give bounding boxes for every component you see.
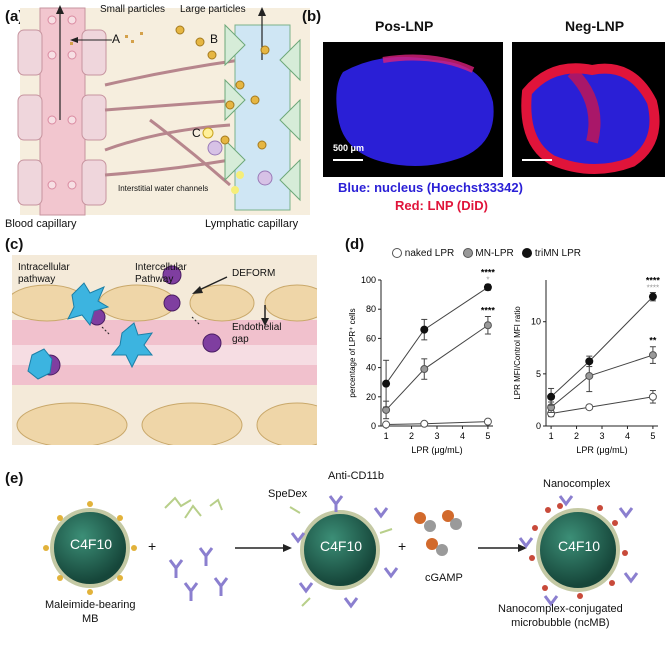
x-tick-label: 1 bbox=[549, 431, 554, 441]
large-particles-label: Large particles bbox=[180, 4, 246, 15]
cgamp-label: cGAMP bbox=[425, 572, 463, 584]
significance-label: **** bbox=[481, 268, 496, 277]
panel-e-label: (e) bbox=[5, 470, 24, 487]
legend-mn: MN-LPR bbox=[475, 248, 514, 259]
panel-a-diagram bbox=[17, 5, 310, 216]
spedex-label: SpeDex bbox=[268, 488, 308, 500]
legend-marker-trimn bbox=[522, 248, 533, 259]
panel-d-label: (d) bbox=[345, 236, 365, 253]
endothelial-gap-label: Endothelial gap bbox=[232, 322, 282, 345]
data-point bbox=[585, 403, 594, 412]
significance-label: **** bbox=[646, 276, 661, 286]
red-caption: Red: LNP (DiD) bbox=[395, 198, 488, 213]
data-point bbox=[547, 392, 556, 401]
y-axis-label: LPR MFI/Control MFI ratio bbox=[513, 306, 522, 400]
data-point bbox=[483, 283, 492, 292]
y-tick-label: 20 bbox=[366, 392, 376, 402]
plus-sign-1: + bbox=[148, 538, 157, 554]
label-c: C bbox=[192, 126, 201, 140]
maleimide-mb-label: Maleimide-bearing MB bbox=[45, 599, 136, 625]
x-tick-label: 5 bbox=[650, 431, 655, 441]
legend-naked: naked LPR bbox=[404, 248, 455, 259]
y-tick-label: 80 bbox=[366, 304, 376, 314]
neg-lnp-title: Neg-LNP bbox=[565, 18, 625, 34]
y-tick-label: 10 bbox=[531, 317, 541, 327]
legend-trimn: triMN LPR bbox=[534, 248, 581, 259]
x-axis-label: LPR (μg/mL) bbox=[411, 445, 462, 455]
x-tick-label: 3 bbox=[599, 431, 604, 441]
y-tick-label: 0 bbox=[371, 421, 376, 431]
core-label-3: C4F10 bbox=[558, 538, 601, 554]
pos-lnp-title: Pos-LNP bbox=[375, 18, 434, 34]
x-tick-label: 5 bbox=[485, 431, 490, 441]
y-tick-label: 100 bbox=[361, 275, 376, 285]
data-point bbox=[382, 420, 391, 429]
x-tick-label: 1 bbox=[384, 431, 389, 441]
nanocomplex-label: Nanocomplex bbox=[543, 478, 611, 490]
data-point bbox=[585, 371, 594, 380]
panel-c-label: (c) bbox=[5, 236, 24, 253]
x-tick-label: 4 bbox=[625, 431, 630, 441]
data-point bbox=[420, 419, 429, 428]
data-point bbox=[585, 357, 594, 366]
significance-label: **** bbox=[481, 306, 496, 316]
series-line bbox=[386, 421, 488, 426]
anti-cd11b-label: Anti-CD11b bbox=[328, 470, 385, 482]
lymphatic-capillary-label: Lymphatic capillary bbox=[205, 218, 299, 230]
intercellular-label: Intercellular Pathway bbox=[135, 262, 187, 285]
x-tick-label: 3 bbox=[434, 431, 439, 441]
significance-label: ** bbox=[649, 336, 657, 346]
data-point bbox=[420, 325, 429, 334]
series-line bbox=[385, 324, 489, 411]
legend-marker-naked bbox=[392, 248, 402, 259]
y-tick-label: 0 bbox=[536, 421, 541, 431]
y-axis-label: percentage of LPR⁺ cells bbox=[348, 308, 357, 397]
core-label-1: C4F10 bbox=[70, 536, 113, 552]
data-point bbox=[648, 351, 657, 360]
x-tick-label: 4 bbox=[460, 431, 465, 441]
panel-c-diagram bbox=[12, 255, 317, 445]
chart-legend: naked LPR MN-LPR triMN LPR bbox=[392, 248, 667, 264]
significance-label: **** bbox=[647, 284, 659, 293]
x-tick-label: 2 bbox=[409, 431, 414, 441]
legend-marker-mn bbox=[462, 248, 473, 259]
neg-lnp-image bbox=[512, 42, 665, 177]
x-axis-label: LPR (μg/mL) bbox=[576, 445, 627, 455]
data-point bbox=[483, 417, 492, 426]
blood-capillary-label: Blood capillary bbox=[5, 218, 77, 230]
panel-a-label: (a) bbox=[5, 8, 24, 25]
core-label-2: C4F10 bbox=[320, 538, 363, 554]
data-point bbox=[382, 379, 391, 388]
y-tick-label: 40 bbox=[366, 363, 376, 373]
x-tick-label: 2 bbox=[574, 431, 579, 441]
ncmb-label: Nanocomplex-conjugated microbubble (ncMB… bbox=[498, 603, 623, 629]
panel-b-label: (b) bbox=[302, 8, 322, 25]
series-line bbox=[550, 296, 654, 398]
blue-caption: Blue: nucleus (Hoechst33342) bbox=[338, 180, 523, 195]
data-point bbox=[648, 292, 657, 301]
pos-scale-bar-label: 500 μm bbox=[333, 143, 365, 153]
intracellular-label: Intracellular pathway bbox=[18, 262, 70, 285]
data-point bbox=[420, 365, 429, 374]
water-channels-label: Interstitial water channels bbox=[118, 184, 209, 193]
data-point bbox=[648, 392, 657, 401]
plus-sign-2: + bbox=[398, 538, 407, 554]
data-point bbox=[483, 321, 492, 330]
y-tick-label: 5 bbox=[536, 369, 541, 379]
y-tick-label: 60 bbox=[366, 333, 376, 343]
significance-label: * bbox=[486, 275, 489, 284]
deform-label: DEFORM bbox=[232, 268, 276, 279]
pos-lnp-image bbox=[323, 42, 503, 177]
label-a: A bbox=[112, 32, 121, 46]
label-b: B bbox=[210, 32, 219, 46]
panel-e-diagram bbox=[43, 495, 639, 609]
small-particles-label: Small particles bbox=[100, 4, 166, 15]
series-line bbox=[551, 396, 653, 414]
